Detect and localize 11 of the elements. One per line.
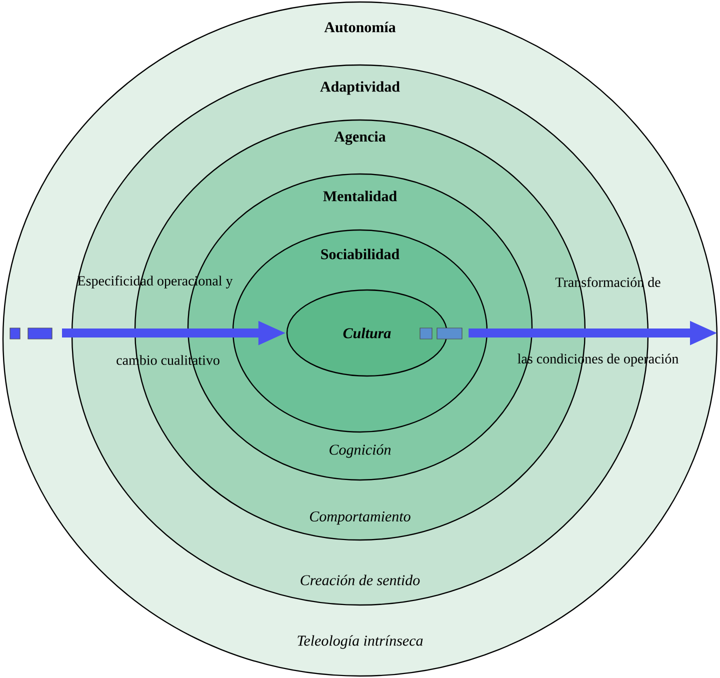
ring-label: Cognición (330, 444, 391, 458)
ring-label: Mentalidad (323, 190, 397, 202)
ring-label: Creación de sentido (300, 574, 420, 586)
ring-label: Autonomía (324, 22, 396, 32)
ring-label: Teleología intrínseca (298, 635, 423, 649)
ring-label: Adaptividad (320, 81, 400, 95)
ring-label: Sociabilidad (321, 248, 400, 260)
ring-label: Comportamiento (310, 511, 410, 525)
ring-ellipse (286, 289, 448, 377)
ring-label: Agencia (334, 131, 386, 145)
ring-label: Cultura (343, 328, 391, 338)
